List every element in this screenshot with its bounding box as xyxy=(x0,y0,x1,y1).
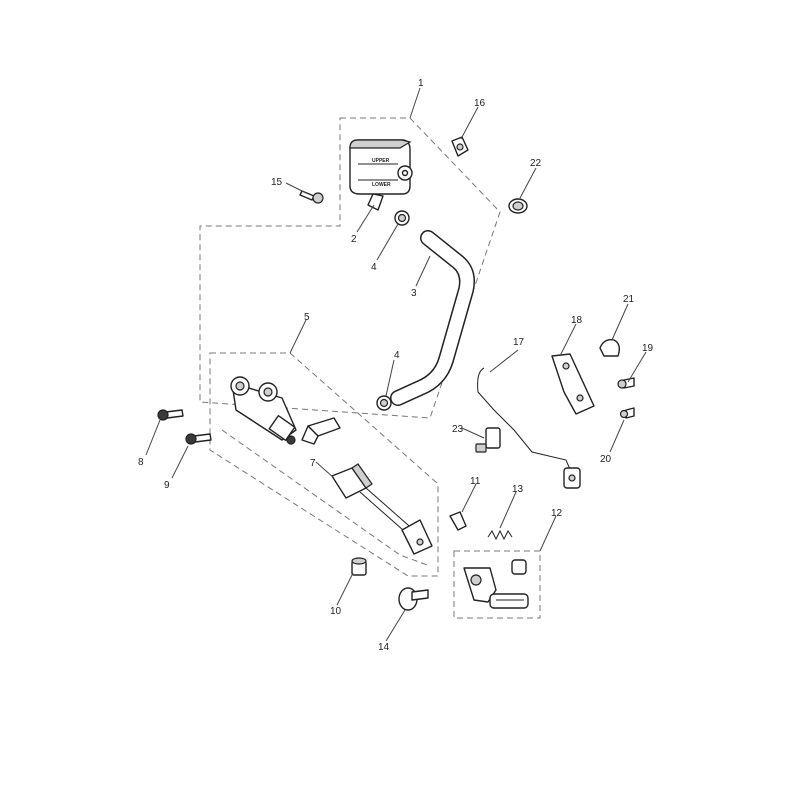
callout-22: 22 xyxy=(530,158,542,169)
callout-1: 1 xyxy=(418,78,424,89)
hose-clip xyxy=(451,136,469,157)
callout-11: 11 xyxy=(470,476,481,487)
callout-9: 9 xyxy=(164,480,170,491)
brake-pedal xyxy=(463,559,529,609)
pivot-bolt xyxy=(398,587,429,611)
callout-16: 16 xyxy=(474,98,486,109)
assembly-inner-outline xyxy=(221,429,431,567)
assembly-1-outline xyxy=(199,117,501,419)
switch-body xyxy=(475,427,501,453)
callout-4-lower: 4 xyxy=(394,350,400,361)
bolt-9 xyxy=(185,433,212,445)
reservoir-upper-label: UPPER xyxy=(372,158,390,164)
grommet xyxy=(508,198,528,214)
cable-clip xyxy=(599,338,621,357)
assembly-12-outline xyxy=(453,550,541,619)
callout-5: 5 xyxy=(304,312,310,323)
callout-20: 20 xyxy=(600,454,612,465)
screw-20 xyxy=(619,407,635,419)
hose-clamp-upper xyxy=(394,210,410,226)
callout-19: 19 xyxy=(642,343,654,354)
callout-14: 14 xyxy=(378,642,390,653)
bushing xyxy=(351,557,367,576)
fluid-reservoir: UPPER LOWER xyxy=(349,139,413,211)
spring-clip xyxy=(449,511,467,531)
callout-23: 23 xyxy=(452,424,464,435)
callout-3: 3 xyxy=(411,288,417,299)
callout-18: 18 xyxy=(571,315,583,326)
screw-19 xyxy=(617,377,635,389)
hose-clamp-lower xyxy=(376,395,392,411)
callout-7: 7 xyxy=(310,458,316,469)
callout-13: 13 xyxy=(512,484,524,495)
callout-12: 12 xyxy=(551,508,563,519)
callout-8: 8 xyxy=(138,457,144,468)
reservoir-screw xyxy=(299,190,324,204)
master-cylinder xyxy=(230,376,297,445)
callout-21: 21 xyxy=(623,294,635,305)
callout-10: 10 xyxy=(330,606,342,617)
leader-lines xyxy=(145,87,647,642)
callout-17: 17 xyxy=(513,337,525,348)
callout-numbers: 1 2 3 4 4 5 7 8 9 10 11 12 13 14 15 16 1… xyxy=(138,78,654,653)
elbow-fitting xyxy=(301,417,341,445)
reservoir-hose xyxy=(390,230,475,406)
switch-bracket xyxy=(551,353,595,415)
callout-4-upper: 4 xyxy=(371,262,377,273)
return-spring xyxy=(487,529,513,541)
brake-light-switch-cable xyxy=(477,367,581,489)
callout-2: 2 xyxy=(351,234,357,245)
push-rod xyxy=(331,463,433,555)
reservoir-lower-label: LOWER xyxy=(372,182,391,188)
bolt-8 xyxy=(157,409,184,421)
callout-15: 15 xyxy=(271,177,283,188)
